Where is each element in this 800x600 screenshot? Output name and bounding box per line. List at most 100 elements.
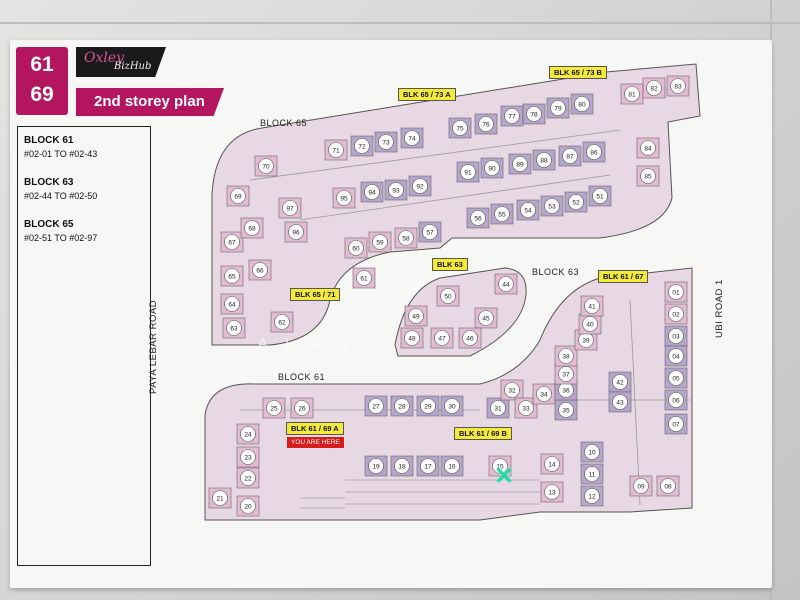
unit-17: 17 bbox=[416, 455, 440, 477]
svg-text:85: 85 bbox=[644, 174, 652, 181]
unit-50: 50 bbox=[436, 285, 460, 307]
svg-text:20: 20 bbox=[244, 504, 252, 511]
unit-09: 09 bbox=[629, 475, 653, 497]
brand-main: Oxley bbox=[84, 50, 125, 66]
svg-text:66: 66 bbox=[256, 268, 264, 275]
block-61-label: BLOCK 61 bbox=[278, 372, 326, 382]
legend-block: BLOCK 65 bbox=[24, 219, 74, 230]
svg-text:37: 37 bbox=[562, 372, 570, 379]
svg-text:54: 54 bbox=[524, 208, 532, 215]
svg-text:72: 72 bbox=[358, 144, 366, 151]
logo-bottom-number: 69 bbox=[30, 83, 54, 106]
svg-text:94: 94 bbox=[368, 190, 376, 197]
svg-text:55: 55 bbox=[498, 212, 506, 219]
svg-text:65: 65 bbox=[228, 274, 236, 281]
svg-text:39: 39 bbox=[582, 338, 590, 345]
unit-48: 48 bbox=[400, 327, 424, 349]
svg-text:04: 04 bbox=[672, 354, 680, 361]
unit-07: 07 bbox=[664, 413, 688, 435]
legend-block: BLOCK 63 bbox=[24, 177, 74, 188]
unit-05: 05 bbox=[664, 367, 688, 389]
block-65-outline bbox=[211, 63, 701, 346]
unit-76: 76 bbox=[474, 113, 498, 135]
corridors bbox=[240, 129, 690, 506]
plan-title: 2nd storey plan bbox=[76, 88, 224, 116]
svg-text:09: 09 bbox=[637, 484, 645, 491]
unit-90: 90 bbox=[480, 157, 504, 179]
unit-93: 93 bbox=[384, 179, 408, 201]
unit-44: 44 bbox=[494, 273, 518, 295]
svg-text:59: 59 bbox=[376, 240, 384, 247]
svg-text:07: 07 bbox=[672, 422, 680, 429]
svg-text:25: 25 bbox=[270, 406, 278, 413]
svg-text:89: 89 bbox=[516, 162, 524, 169]
unit-36: 36 bbox=[554, 379, 578, 401]
lift-tag-61-69b: BLK 61 / 69 B bbox=[454, 427, 512, 440]
svg-text:41: 41 bbox=[588, 304, 596, 311]
svg-text:82: 82 bbox=[650, 86, 658, 93]
svg-text:05: 05 bbox=[672, 376, 680, 383]
lift-tag-65-71: BLK 65 / 71 bbox=[290, 288, 341, 301]
unit-69: 69 bbox=[226, 185, 250, 207]
unit-27: 27 bbox=[364, 395, 388, 417]
unit-59: 59 bbox=[368, 231, 392, 253]
unit-19: 19 bbox=[364, 455, 388, 477]
brand-sub: BizHub bbox=[114, 61, 152, 72]
unit-41: 41 bbox=[580, 295, 604, 317]
svg-text:08: 08 bbox=[664, 484, 672, 491]
unit-legend: BLOCK 61 #02-01 TO #02-43 BLOCK 63 #02-4… bbox=[17, 126, 151, 566]
svg-text:21: 21 bbox=[216, 496, 224, 503]
svg-text:84: 84 bbox=[644, 146, 652, 153]
unit-24: 24 bbox=[236, 423, 260, 445]
lift-tag-61-67: BLK 61 / 67 bbox=[598, 270, 649, 283]
unit-22: 22 bbox=[236, 467, 260, 489]
svg-text:26: 26 bbox=[298, 406, 306, 413]
svg-text:15: 15 bbox=[496, 464, 504, 471]
svg-text:71: 71 bbox=[332, 148, 340, 155]
unit-54: 54 bbox=[516, 199, 540, 221]
svg-text:87: 87 bbox=[566, 154, 574, 161]
unit-71: 71 bbox=[324, 139, 348, 161]
unit-95: 95 bbox=[332, 187, 356, 209]
unit-15: 15 bbox=[488, 455, 512, 477]
unit-97: 97 bbox=[278, 197, 302, 219]
svg-text:81: 81 bbox=[628, 92, 636, 99]
watermark: ALANO bbox=[258, 335, 396, 351]
svg-text:63: 63 bbox=[230, 326, 238, 333]
unit-81: 81 bbox=[620, 83, 644, 105]
svg-text:24: 24 bbox=[244, 432, 252, 439]
unit-92: 92 bbox=[408, 175, 432, 197]
svg-text:14: 14 bbox=[548, 462, 556, 469]
unit-79: 79 bbox=[546, 97, 570, 119]
svg-text:68: 68 bbox=[248, 226, 256, 233]
unit-10: 10 bbox=[580, 441, 604, 463]
unit-47: 47 bbox=[430, 327, 454, 349]
unit-58: 58 bbox=[394, 227, 418, 249]
svg-text:03: 03 bbox=[672, 334, 680, 341]
wall-seam bbox=[0, 22, 800, 24]
unit-64: 64 bbox=[220, 293, 244, 315]
legend-range: #02-51 TO #02-97 bbox=[24, 233, 98, 243]
unit-16: 16 bbox=[440, 455, 464, 477]
unit-65: 65 bbox=[220, 265, 244, 287]
brand-logo: Oxley BizHub bbox=[76, 47, 166, 77]
unit-01: 01 bbox=[664, 281, 688, 303]
svg-text:67: 67 bbox=[228, 240, 236, 247]
block-63-label: BLOCK 63 bbox=[532, 267, 580, 277]
svg-text:64: 64 bbox=[228, 302, 236, 309]
svg-text:97: 97 bbox=[286, 206, 294, 213]
svg-text:28: 28 bbox=[398, 404, 406, 411]
svg-text:90: 90 bbox=[488, 166, 496, 173]
svg-text:62: 62 bbox=[278, 320, 286, 327]
unit-74: 74 bbox=[400, 127, 424, 149]
svg-text:46: 46 bbox=[466, 336, 474, 343]
unit-03: 03 bbox=[664, 325, 688, 347]
svg-text:83: 83 bbox=[674, 84, 682, 91]
svg-text:58: 58 bbox=[402, 236, 410, 243]
unit-52: 52 bbox=[564, 191, 588, 213]
unit-56: 56 bbox=[466, 207, 490, 229]
svg-text:19: 19 bbox=[372, 464, 380, 471]
unit-63: 63 bbox=[222, 317, 246, 339]
svg-text:60: 60 bbox=[352, 246, 360, 253]
